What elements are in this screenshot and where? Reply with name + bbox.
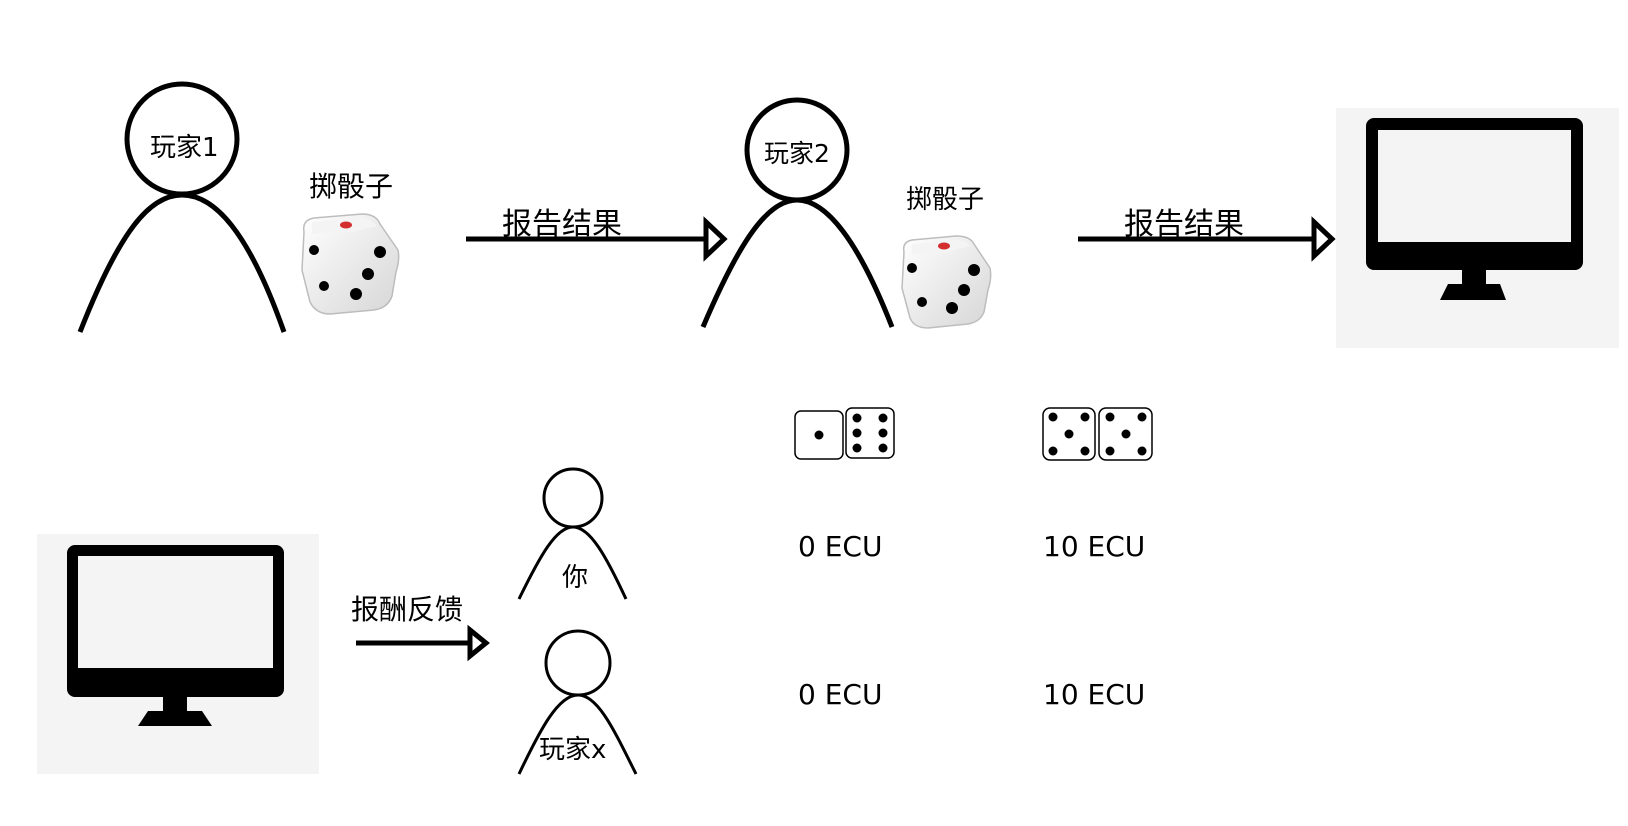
report-label-2: 报告结果 [1124, 207, 1244, 242]
playerx-payoff-low: 0 ECU [798, 678, 883, 711]
monitor-icon [37, 534, 319, 774]
player2-body [700, 197, 895, 328]
roll-label-2: 掷骰子 [906, 185, 985, 215]
playerx-figure [517, 629, 638, 775]
dice-pair-low [794, 407, 895, 460]
dice-icon [301, 213, 400, 315]
feedback-label: 报酬反馈 [351, 593, 464, 626]
arrow-icon [466, 216, 728, 262]
you-body [517, 525, 628, 600]
player1-label: 玩家1 [150, 133, 219, 163]
playerx-label: 玩家x [539, 735, 607, 765]
player2-label: 玩家2 [764, 139, 830, 168]
playerx-body [517, 693, 638, 775]
roll-label-1: 掷骰子 [309, 170, 394, 203]
player1-body [77, 192, 287, 333]
playerx-head [544, 629, 612, 697]
you-head [542, 467, 604, 529]
report-label-1: 报告结果 [502, 207, 622, 242]
dice-pair-high [1042, 407, 1153, 461]
dice-icon [901, 235, 992, 329]
player2-figure [700, 97, 895, 328]
arrow-icon [356, 624, 490, 662]
monitor-icon [1336, 108, 1619, 348]
player1-figure [77, 81, 287, 333]
arrow-icon [1078, 216, 1336, 262]
you-payoff-low: 0 ECU [798, 530, 883, 563]
playerx-payoff-high: 10 ECU [1043, 678, 1146, 711]
you-figure [517, 467, 628, 600]
you-payoff-high: 10 ECU [1043, 530, 1146, 563]
you-label: 你 [562, 563, 589, 593]
